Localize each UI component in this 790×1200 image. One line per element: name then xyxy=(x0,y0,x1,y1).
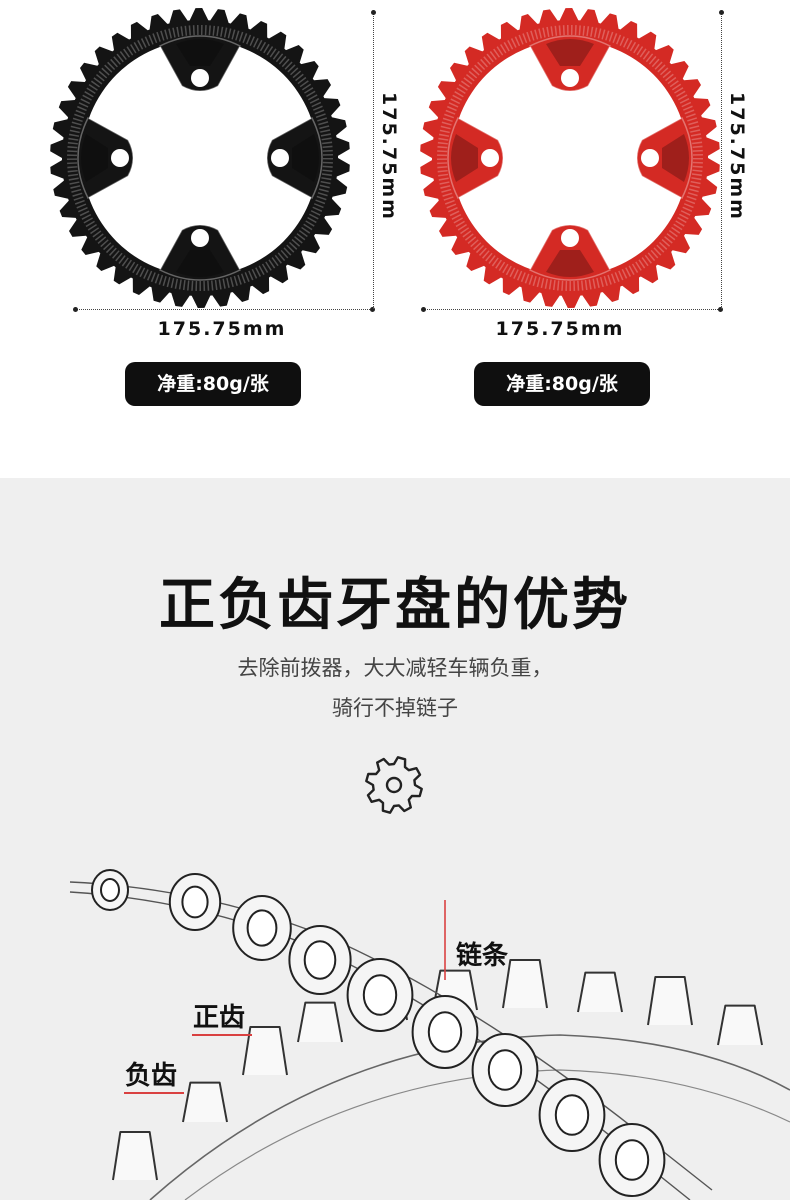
bolt-tab xyxy=(158,224,242,281)
section-title: 正负齿牙盘的优势 xyxy=(159,573,631,638)
chainring-texture xyxy=(437,25,703,291)
chain-label: 链条 xyxy=(456,941,509,971)
dimension-endpoint xyxy=(73,307,78,312)
positive-tooth xyxy=(647,976,693,1026)
negative-tooth xyxy=(717,1004,763,1046)
dimension-endpoint xyxy=(370,307,375,312)
dimension-endpoint xyxy=(371,10,376,15)
dimension-line-vertical xyxy=(373,12,374,309)
positive-tooth xyxy=(112,1131,158,1181)
bolt-tab xyxy=(528,35,612,92)
negative-tooth xyxy=(182,1081,228,1123)
chain-link-pin xyxy=(487,1049,523,1091)
dimension-line-horizontal xyxy=(76,309,372,310)
dimension-line-horizontal xyxy=(424,309,720,310)
section-subtitle-line1: 去除前拨器，大大减轻车辆负重， xyxy=(237,656,553,680)
dimension-width-label: 175.75mm xyxy=(495,318,625,340)
chain-link-pin xyxy=(303,940,337,980)
weight-badge: 净重:80g/张 xyxy=(474,362,650,406)
negative-tooth-label: 负齿 xyxy=(125,1061,178,1091)
chain-link-pin xyxy=(246,909,278,947)
positive-tooth xyxy=(502,959,548,1009)
bolt-tab xyxy=(528,224,612,281)
dimension-endpoint xyxy=(718,307,723,312)
dimension-height-label: 175.75mm xyxy=(378,92,400,221)
bolt-tab xyxy=(77,116,134,200)
chain-link-pin xyxy=(181,885,209,919)
positive-tooth-underline xyxy=(192,1034,252,1036)
bolt-tab xyxy=(158,35,242,92)
bolt-tab xyxy=(447,116,504,200)
weight-badge: 净重:80g/张 xyxy=(125,362,301,406)
negative-tooth xyxy=(297,1001,343,1043)
chain-link-pin xyxy=(614,1139,650,1181)
chainring-black-image xyxy=(50,8,350,308)
chain-tooth-diagram xyxy=(69,869,790,1200)
chainring-red-image xyxy=(420,8,720,308)
gear-icon xyxy=(365,756,423,814)
chain-link-pin xyxy=(362,974,398,1016)
negative-tooth-underline xyxy=(124,1092,184,1094)
chainring-texture xyxy=(67,25,333,291)
negative-tooth xyxy=(577,971,623,1013)
dimension-height-label: 175.75mm xyxy=(726,92,748,221)
section-subtitle-line2: 骑行不掉链子 xyxy=(332,696,458,720)
dimension-endpoint xyxy=(719,10,724,15)
dimension-line-vertical xyxy=(721,12,722,309)
positive-tooth-label: 正齿 xyxy=(193,1003,246,1033)
dimension-width-label: 175.75mm xyxy=(157,318,287,340)
dimension-endpoint xyxy=(421,307,426,312)
positive-tooth xyxy=(242,1026,288,1076)
chain-link-pin xyxy=(100,878,120,902)
chain-link-pin xyxy=(554,1094,590,1136)
product-showcase: 175.75mm 175.75mm 净重:80g/张 175.75mm 175.… xyxy=(0,0,790,478)
bolt-tab xyxy=(266,116,323,200)
chain-link-pin xyxy=(427,1011,463,1053)
bolt-tab xyxy=(636,116,693,200)
